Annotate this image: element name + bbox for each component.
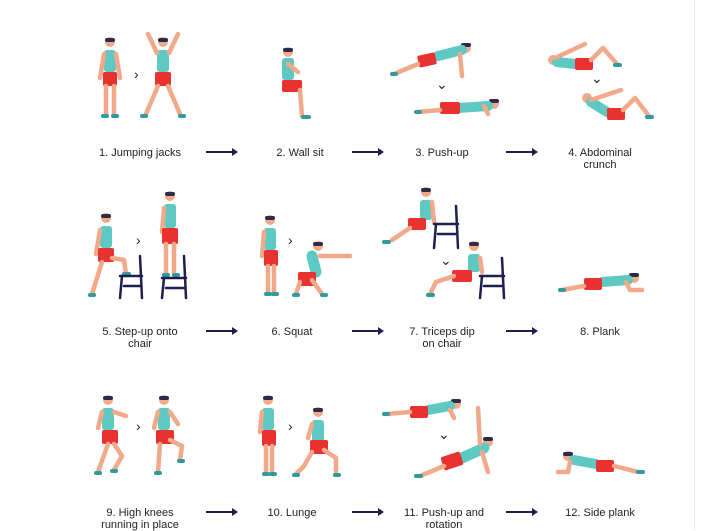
high-knees-illustration bbox=[94, 395, 185, 475]
transition-down-icon: ⌄ bbox=[436, 76, 448, 92]
exercise-label: 12. Side plank bbox=[565, 507, 635, 519]
squat-illustration bbox=[259, 215, 353, 297]
exercise-label: 8. Plank bbox=[580, 326, 620, 338]
abdominal-crunch-illustration bbox=[548, 41, 654, 120]
exercise-label: 10. Lunge bbox=[267, 507, 317, 519]
flow-arrow bbox=[506, 326, 538, 336]
exercise-wall-sit bbox=[270, 44, 330, 124]
exercise-label: 3. Push-up bbox=[415, 147, 469, 159]
exercise-label: 6. Squat bbox=[271, 326, 313, 338]
exercise-label: 1. Jumping jacks bbox=[99, 147, 181, 159]
transition-right-icon: › bbox=[136, 232, 141, 248]
exercise-plank bbox=[556, 270, 646, 300]
transition-down-icon: ⌄ bbox=[440, 252, 452, 268]
flow-arrow bbox=[506, 507, 538, 517]
flow-arrow bbox=[206, 147, 238, 157]
exercise-high-knees: › bbox=[92, 394, 192, 480]
transition-down-icon: ⌄ bbox=[591, 70, 603, 86]
transition-right-icon: › bbox=[134, 66, 139, 82]
lunge-illustration bbox=[257, 395, 341, 477]
transition-right-icon: › bbox=[136, 418, 141, 434]
flow-arrow bbox=[352, 326, 384, 336]
exercise-triceps-dip: ⌄ bbox=[378, 186, 508, 302]
flow-arrow bbox=[352, 147, 384, 157]
exercise-push-up-rotation: ⌄ bbox=[380, 396, 510, 482]
plank-illustration bbox=[558, 273, 645, 293]
exercise-step-up: › bbox=[84, 190, 194, 302]
push-up-rotation-illustration bbox=[382, 399, 493, 479]
flow-arrow bbox=[206, 326, 238, 336]
side-plank-illustration bbox=[555, 451, 645, 475]
transition-down-icon: ⌄ bbox=[438, 426, 450, 442]
step-up-illustration bbox=[88, 191, 188, 300]
exercise-push-up: ⌄ bbox=[388, 40, 508, 130]
flow-arrow bbox=[206, 507, 238, 517]
jumping-jacks-illustration bbox=[97, 31, 186, 118]
exercise-abdominal-crunch: ⌄ bbox=[545, 38, 660, 128]
transition-right-icon: › bbox=[288, 418, 293, 434]
exercise-lunge: › bbox=[256, 394, 356, 480]
push-up-illustration bbox=[390, 43, 499, 117]
triceps-dip-illustration bbox=[382, 187, 506, 300]
flow-arrow bbox=[506, 147, 538, 157]
exercise-jumping-jacks: › bbox=[90, 30, 200, 130]
wall-sit-illustration bbox=[282, 47, 311, 119]
transition-right-icon: › bbox=[288, 232, 293, 248]
flow-arrow bbox=[352, 507, 384, 517]
exercise-squat: › bbox=[258, 212, 358, 302]
right-edge-rule bbox=[694, 0, 695, 530]
exercise-side-plank bbox=[554, 450, 650, 480]
exercise-label: 2. Wall sit bbox=[276, 147, 324, 159]
